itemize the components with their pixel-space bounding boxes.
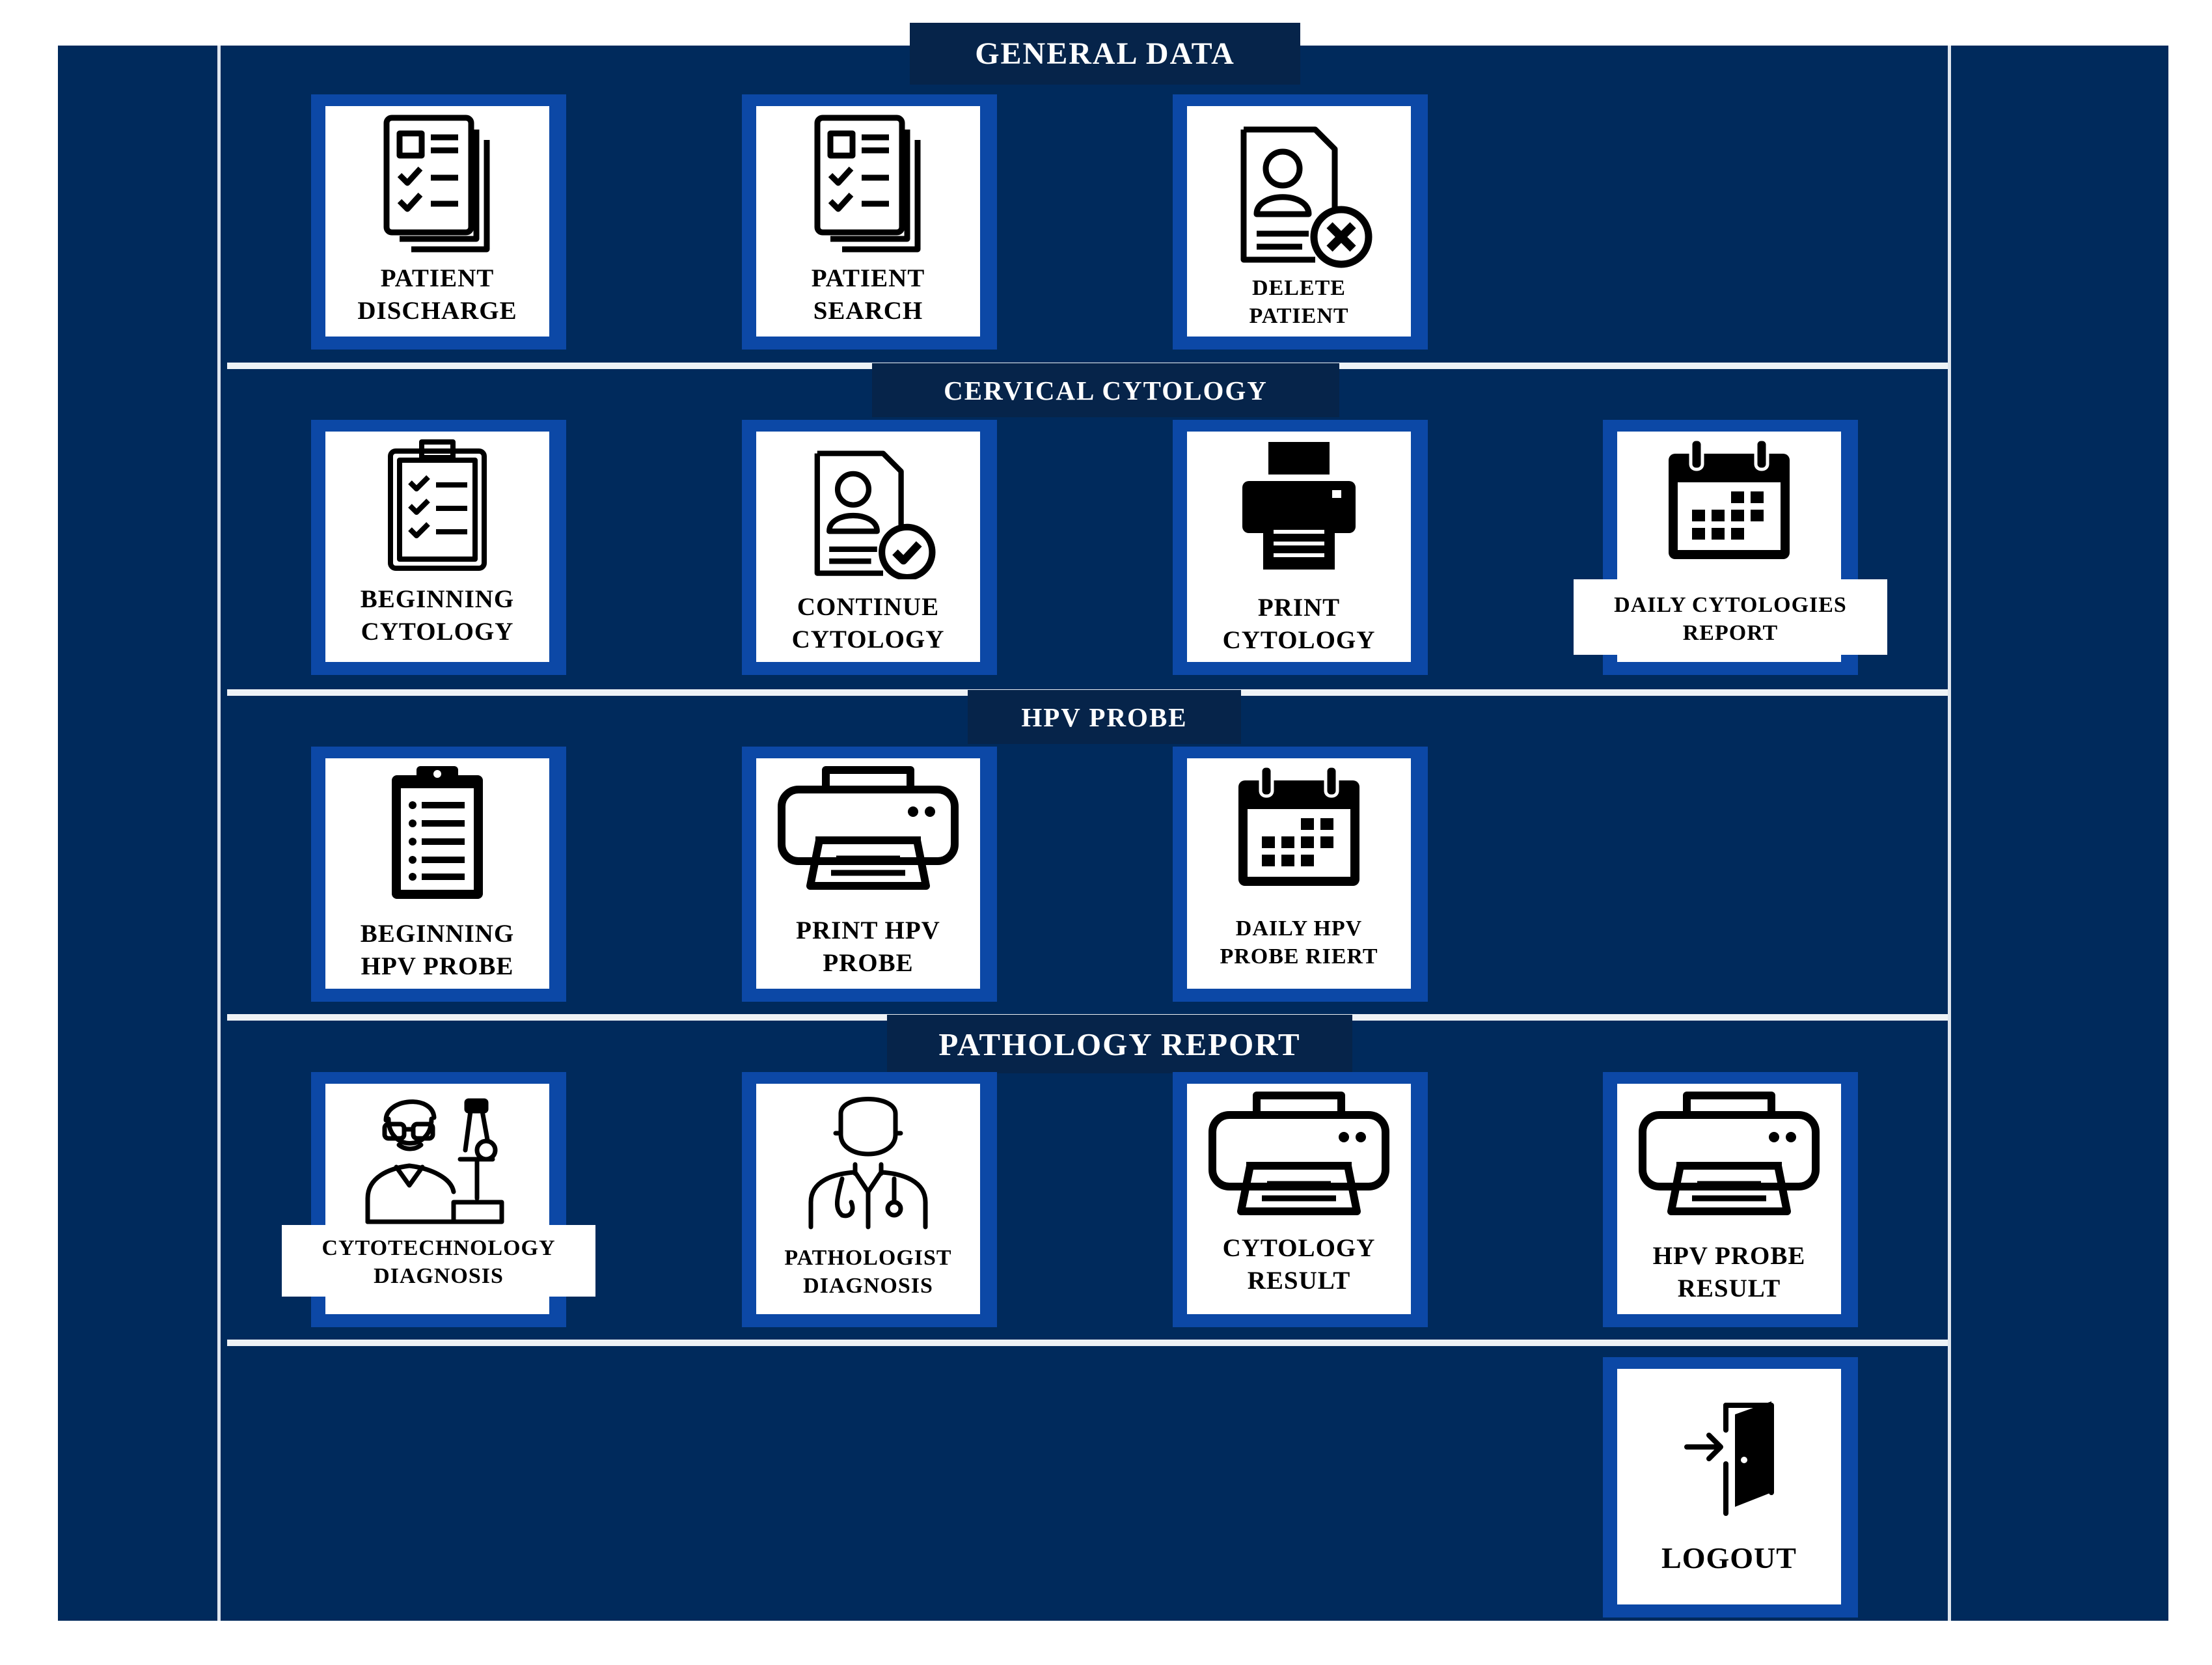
beginning-hpv-probe-button[interactable]: BEGINNING HPV PROBE	[311, 747, 566, 1002]
hpv-probe-result-button[interactable]: HPV PROBE RESULT	[1603, 1072, 1858, 1327]
tile-label: BEGINNING HPV PROBE	[325, 906, 549, 987]
daily-hpv-probe-report-button[interactable]: DAILY HPV PROBE RIERT	[1173, 747, 1428, 1002]
cytology-result-button[interactable]: CYTOLOGY RESULT	[1173, 1072, 1428, 1327]
tile-label-line: HPV PROBE	[361, 952, 514, 980]
printer-icon	[778, 766, 959, 890]
clipboard-checklist-icon	[388, 439, 487, 571]
tile-label: BEGINNING CYTOLOGY	[325, 579, 549, 652]
tile-label-line: PROBE	[823, 948, 914, 977]
print-cytology-button[interactable]: PRINT CYTOLOGY	[1173, 420, 1428, 675]
tile-label-line: CYTOLOGY	[1222, 626, 1376, 654]
tile-label-line: DAILY CYTOLOGIES	[1614, 593, 1847, 617]
tile-label-line: PRINT HPV	[796, 916, 940, 944]
tile-label-line: PROBE RIERT	[1220, 944, 1378, 969]
section-header-hpv-probe: HPV PROBE	[968, 690, 1241, 744]
tile-label: CYTOTECHNOLOGY DIAGNOSIS	[282, 1225, 595, 1297]
section-divider	[227, 1340, 1948, 1346]
tile-label-line: DAILY HPV	[1235, 916, 1363, 941]
tile-label-line: PATIENT	[811, 264, 925, 292]
printer-icon	[1639, 1092, 1820, 1215]
section-header-cervical-cytology: CERVICAL CYTOLOGY	[872, 363, 1339, 417]
clipboard-list-icon	[392, 766, 483, 899]
tile-label: DAILY HPV PROBE RIERT	[1187, 911, 1411, 975]
tile-label-line: CYTOLOGY	[791, 625, 945, 654]
tile-label: PATIENT DISCHARGE	[325, 258, 549, 331]
tile-label-line: PATHOLOGIST	[784, 1246, 952, 1270]
continue-cytology-button[interactable]: CONTINUE CYTOLOGY	[742, 420, 997, 675]
tile-label-line: DELETE	[1252, 276, 1346, 300]
patient-record-check-icon	[814, 450, 936, 581]
tile-label: CYTOLOGY RESULT	[1187, 1228, 1411, 1301]
tile-label: DAILY CYTOLOGIES REPORT	[1574, 579, 1887, 655]
tile-label-line: RESULT	[1677, 1274, 1781, 1302]
tile-label-line: CYTOTECHNOLOGY	[321, 1236, 556, 1260]
tile-label-line: DIAGNOSIS	[803, 1274, 933, 1299]
tile-label-line: BEGINNING	[360, 920, 515, 948]
tile-label-line: SEARCH	[813, 296, 923, 325]
delete-patient-button[interactable]: DELETE PATIENT	[1173, 94, 1428, 350]
right-frame-line	[1948, 46, 1951, 1621]
tile-label-line: DIAGNOSIS	[374, 1264, 504, 1289]
tile-label-line: BEGINNING	[360, 585, 515, 613]
patient-record-delete-icon	[1240, 126, 1372, 268]
tile-label: DELETE PATIENT	[1187, 270, 1411, 335]
tile-label: PRINT HPV PROBE	[756, 903, 980, 984]
printer-icon	[1242, 442, 1356, 570]
tile-label-line: PRINT	[1257, 594, 1341, 622]
tile-label: HPV PROBE RESULT	[1617, 1236, 1841, 1309]
calendar-icon	[1669, 437, 1790, 559]
tile-label: PATIENT SEARCH	[756, 258, 980, 331]
tile-label: CONTINUE CYTOLOGY	[756, 579, 980, 660]
tile-label-line: PATIENT	[1249, 304, 1349, 329]
printer-icon	[1208, 1092, 1389, 1215]
left-frame-line	[217, 46, 221, 1621]
beginning-cytology-button[interactable]: BEGINNING CYTOLOGY	[311, 420, 566, 675]
checklist-documents-icon	[383, 115, 490, 253]
tile-label-line: DISCHARGE	[357, 296, 517, 325]
tile-label-line: HPV PROBE	[1652, 1242, 1806, 1270]
patient-discharge-button[interactable]: PATIENT DISCHARGE	[311, 94, 566, 350]
print-hpv-probe-button[interactable]: PRINT HPV PROBE	[742, 747, 997, 1002]
pathologist-diagnosis-button[interactable]: PATHOLOGIST DIAGNOSIS	[742, 1072, 997, 1327]
section-header-general-data: GENERAL DATA	[910, 23, 1300, 85]
tile-label-line: REPORT	[1682, 621, 1779, 646]
section-header-pathology-report: PATHOLOGY REPORT	[887, 1015, 1352, 1073]
tile-label-line: RESULT	[1247, 1266, 1351, 1295]
doctor-icon	[808, 1097, 928, 1230]
tile-label: LOGOUT	[1617, 1533, 1841, 1584]
tile-label-line: CYTOLOGY	[1222, 1234, 1376, 1262]
scientist-microscope-icon	[365, 1098, 504, 1224]
tile-label: PRINT CYTOLOGY	[1187, 588, 1411, 661]
patient-search-button[interactable]: PATIENT SEARCH	[742, 94, 997, 350]
daily-cytologies-report-button[interactable]: DAILY CYTOLOGIES REPORT	[1574, 420, 1887, 675]
tile-label: PATHOLOGIST DIAGNOSIS	[756, 1235, 980, 1307]
checklist-documents-icon	[814, 115, 921, 253]
tile-label-line: CONTINUE	[797, 593, 940, 621]
tile-label-line: LOGOUT	[1661, 1541, 1797, 1575]
calendar-icon	[1238, 764, 1359, 886]
cytotechnology-diagnosis-button[interactable]: CYTOTECHNOLOGY DIAGNOSIS	[282, 1072, 595, 1327]
tile-label-line: CYTOLOGY	[361, 617, 514, 646]
tile-label-line: PATIENT	[380, 264, 495, 292]
door-exit-icon	[1684, 1401, 1774, 1516]
logout-button[interactable]: LOGOUT	[1603, 1357, 1858, 1617]
